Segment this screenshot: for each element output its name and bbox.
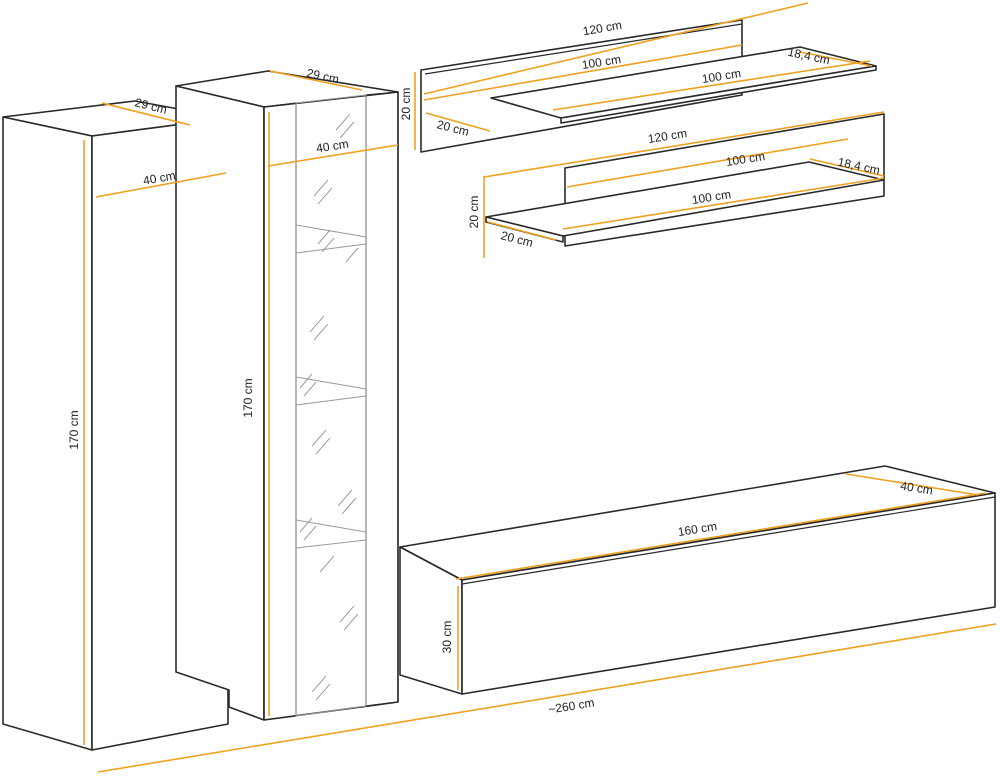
lower-shelf-board-front (485, 216, 564, 243)
dim-lower-shelf-front-line (562, 177, 885, 230)
label-lower-panel-height: 20 cm (467, 196, 481, 229)
glass-shelf-3-back (295, 519, 367, 533)
glass-cabinet-front-frame (263, 91, 399, 721)
glass-shelf-3 (295, 539, 367, 549)
label-bench-length: 160 cm (677, 519, 718, 539)
glass-shelf-1 (295, 243, 367, 254)
glare-4 (345, 247, 359, 263)
label-bench-depth: 40 cm (899, 479, 933, 498)
glare-3 (317, 229, 335, 253)
glare-9 (299, 517, 317, 541)
dim-tall-depth-line (101, 102, 191, 126)
label-tall-width: 40 cm (142, 168, 177, 187)
dim-upper-shelf-depth-line (799, 51, 873, 67)
glare-8 (337, 489, 357, 515)
label-glass-depth: 29 cm (305, 66, 340, 86)
glare-11 (339, 605, 359, 631)
glare-7 (311, 429, 331, 455)
dim-upper-panel-depth-line (425, 112, 491, 132)
tv-bench-front-edge (461, 496, 996, 585)
dim-upper-shelf-length-line (423, 44, 743, 101)
glass-door-pane (295, 94, 367, 717)
glass-shelf-2 (295, 395, 367, 406)
label-upper-panel-length: 120 cm (582, 18, 623, 39)
label-glass-height: 170 cm (241, 378, 255, 417)
dim-lower-shelf-depth-line (809, 158, 885, 177)
label-upper-panel-height: 20 cm (399, 88, 413, 121)
glare-6 (299, 373, 317, 397)
dim-total-width-line (97, 623, 997, 773)
label-bench-height: 30 cm (440, 621, 454, 654)
glare-2 (313, 179, 333, 205)
label-glass-width: 40 cm (315, 137, 349, 156)
glare-1 (335, 113, 355, 139)
label-lower-shelf-front: 100 cm (691, 187, 732, 207)
dim-upper-panel-length-line (423, 2, 809, 95)
dim-lower-panel-length-line (483, 111, 885, 178)
glare-12 (311, 675, 331, 701)
dim-upper-shelf-back-line (552, 60, 871, 111)
label-upper-shelf-back: 100 cm (701, 66, 742, 86)
label-lower-panel-length: 120 cm (647, 126, 688, 146)
dim-bench-length-line (455, 492, 987, 580)
dim-tall-width-line (95, 172, 227, 198)
label-total-width: ~260 cm (547, 696, 595, 717)
dimension-lines (83, 2, 997, 773)
dim-glass-width-line (267, 144, 399, 167)
upper-shelf-board-front (560, 65, 877, 124)
upper-back-panel-edge (424, 23, 743, 75)
label-upper-shelf-length: 100 cm (581, 52, 622, 72)
glare-5 (309, 315, 329, 341)
upper-shelf-unit (420, 19, 877, 153)
glare-10 (319, 555, 335, 573)
dim-lower-panel-depth-line (487, 221, 557, 241)
glass-shelf-1-back (295, 224, 367, 238)
tv-bench (399, 465, 996, 695)
glass-cabinet (175, 70, 399, 721)
tv-bench-front (461, 492, 996, 695)
dim-bench-depth-line (845, 473, 979, 496)
label-tall-height: 170 cm (67, 410, 81, 449)
glass-reflection-marks (299, 113, 359, 701)
dim-glass-depth-line (269, 70, 363, 91)
label-lower-shelf-length: 100 cm (725, 149, 766, 169)
dim-lower-shelf-length-line (566, 138, 849, 188)
